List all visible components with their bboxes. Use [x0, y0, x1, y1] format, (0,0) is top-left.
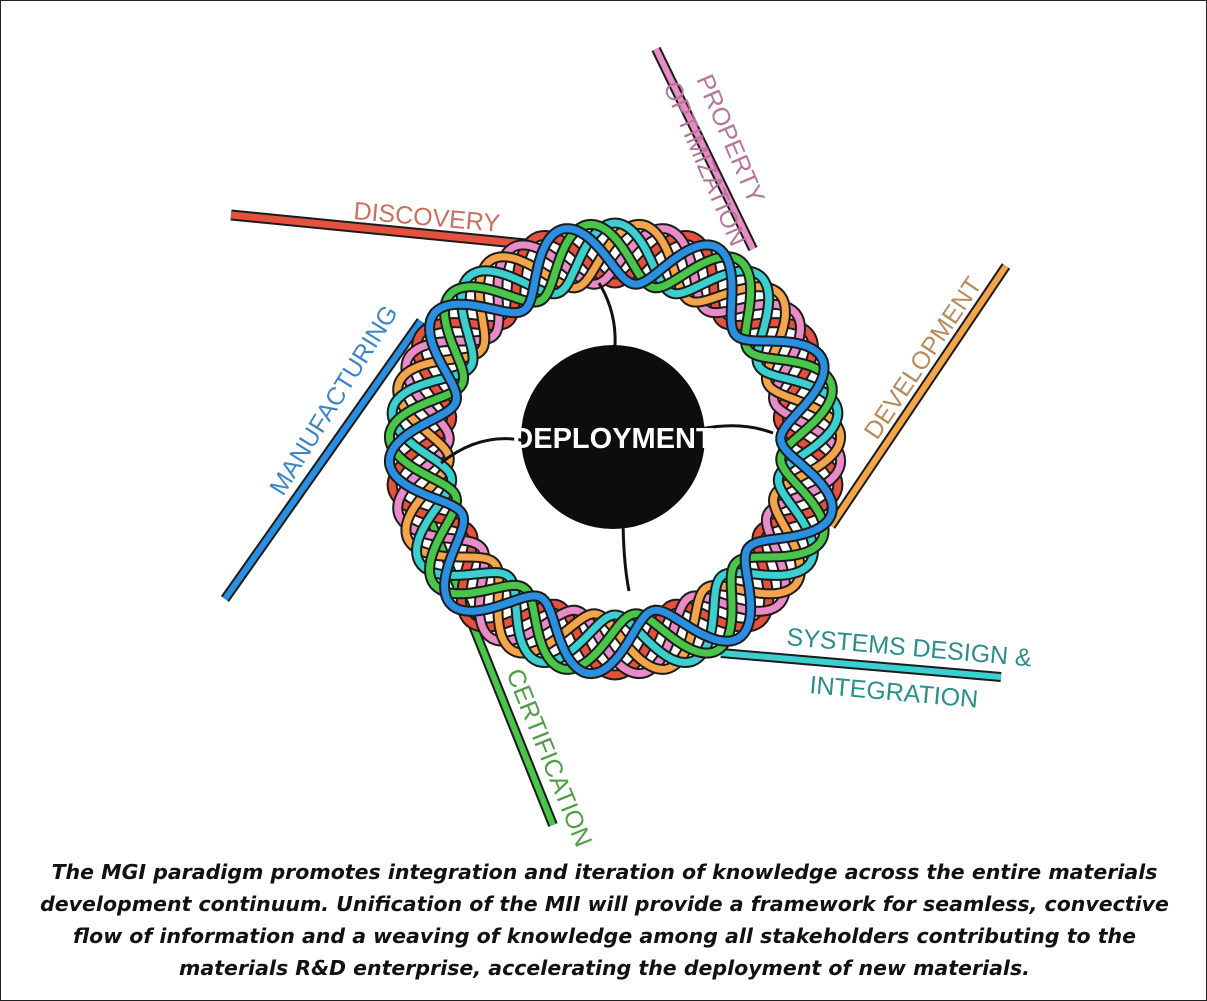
label-manufacturing: MANUFACTURING: [264, 300, 403, 500]
deployment-label: DEPLOYMENT: [512, 423, 714, 455]
deployment-hub: [521, 345, 705, 529]
woven-knowledge-ring: [383, 217, 847, 681]
mgi-weave-diagram: DEPLOYMENT DISCOVERY PROPERTY OPTIMIZATI…: [220, 46, 1033, 851]
strand-systems-design-integration: [388, 219, 842, 667]
strand-development: [394, 220, 845, 673]
label-development: DEVELOPMENT: [859, 272, 988, 444]
strand-manufacturing: [385, 225, 836, 678]
figure-caption: The MGI paradigm promotes integration an…: [40, 860, 1169, 980]
